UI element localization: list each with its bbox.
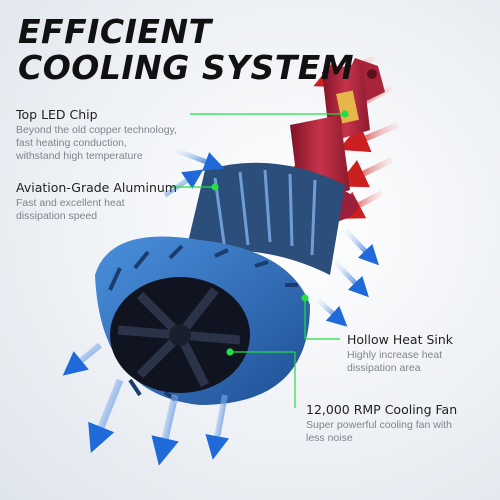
cooling-fan <box>110 277 250 393</box>
callout-cooling-fan: 12,000 RMP Cooling Fan Super powerful co… <box>306 402 457 445</box>
callout-title: Aviation-Grade Aluminum <box>16 180 177 195</box>
callout-line: dissipation area <box>347 362 421 374</box>
callout-description: Beyond the old copper technology, fast h… <box>16 124 177 163</box>
callout-description: Highly increase heat dissipation area <box>347 349 453 375</box>
headline-line-1: EFFICIENT <box>18 12 212 51</box>
callout-title: Top LED Chip <box>16 107 98 122</box>
callout-line: Fast and excellent heat <box>16 197 125 209</box>
callout-line: Beyond the old copper technology, <box>16 124 177 136</box>
callout-description: Fast and excellent heat dissipation spee… <box>16 197 177 223</box>
callout-hollow-heat-sink: Hollow Heat Sink Highly increase heat di… <box>347 332 453 375</box>
callout-line: Super powerful cooling fan with <box>306 419 452 431</box>
callout-line: dissipation speed <box>16 210 98 222</box>
callout-line: withstand high temperature <box>16 150 143 162</box>
callout-line: Highly increase heat <box>347 349 443 361</box>
callout-leaders <box>170 110 349 408</box>
callout-title: 12,000 RMP Cooling Fan <box>306 402 458 417</box>
callout-line: fast heating conduction, <box>16 137 127 149</box>
callout-title: Hollow Heat Sink <box>347 332 454 347</box>
cool-air-arrows <box>62 147 379 466</box>
headline-line-2: COOLING SYSTEM <box>18 48 355 87</box>
callout-description: Super powerful cooling fan with less noi… <box>306 419 457 445</box>
callout-aluminum: Aviation-Grade Aluminum Fast and excelle… <box>16 180 177 223</box>
callout-line: less noise <box>306 432 353 444</box>
callout-led-chip: Top LED Chip Beyond the old copper techn… <box>16 107 177 163</box>
